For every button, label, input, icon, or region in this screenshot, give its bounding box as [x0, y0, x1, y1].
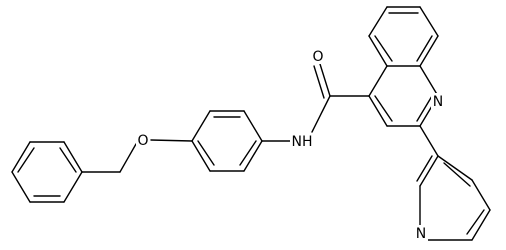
bond-line-41 [150, 139, 193, 142]
bond-line-32 [243, 110, 263, 142]
bond-line-24 [471, 179, 491, 211]
quinoline-nitrogen-label: N [433, 94, 443, 110]
bond-line-12 [416, 95, 433, 122]
bond-line-8 [374, 35, 393, 62]
bond-line-19 [416, 155, 433, 182]
bond-line-23 [466, 209, 485, 235]
bond-line-3 [419, 6, 439, 37]
bond-line-47 [11, 171, 31, 203]
amide-nitrogen-atom: NH [290, 133, 314, 150]
bond-line-9 [368, 6, 388, 37]
bond-line-39 [243, 140, 263, 172]
bond-line-42 [119, 143, 137, 173]
bond-line-26 [443, 162, 471, 187]
bond-line-7 [368, 35, 388, 67]
bond-line-10 [419, 65, 439, 97]
bonds-group [11, 6, 491, 241]
bond-line-40 [239, 140, 257, 166]
amide-nitrogen-label: NH [292, 134, 313, 150]
pyridine-nitrogen-atom: N [414, 225, 428, 242]
bond-line-28 [319, 63, 331, 97]
bond-line-4 [419, 35, 439, 67]
bond-line-37 [197, 140, 215, 166]
bond-line-5 [416, 35, 433, 62]
bond-line-16 [368, 65, 388, 97]
bond-line-52 [59, 147, 77, 173]
bond-line-44 [63, 171, 83, 203]
carbonyl-oxygen-label: O [312, 49, 323, 65]
bond-line-29 [313, 65, 325, 99]
bond-line-22 [471, 209, 491, 241]
bond-line-35 [191, 110, 211, 142]
bond-line-18 [419, 155, 439, 187]
bond-line-17 [419, 125, 439, 157]
ether-oxygen-label: O [137, 133, 148, 149]
bond-line-51 [63, 141, 83, 173]
carbonyl-oxygen-atom: O [311, 48, 325, 65]
bond-line-48 [11, 141, 31, 173]
bond-line-15 [374, 95, 393, 122]
atom-labels-group: O NH O N N [136, 48, 445, 242]
bond-line-30 [311, 95, 331, 133]
ether-oxygen-atom: O [136, 132, 150, 149]
bond-line-36 [191, 140, 211, 172]
bond-line-25 [437, 155, 473, 181]
bond-line-49 [17, 147, 35, 173]
bond-line-14 [368, 95, 388, 127]
quinoline-nitrogen-atom: N [431, 93, 445, 110]
pyridine-nitrogen-label: N [416, 226, 426, 242]
